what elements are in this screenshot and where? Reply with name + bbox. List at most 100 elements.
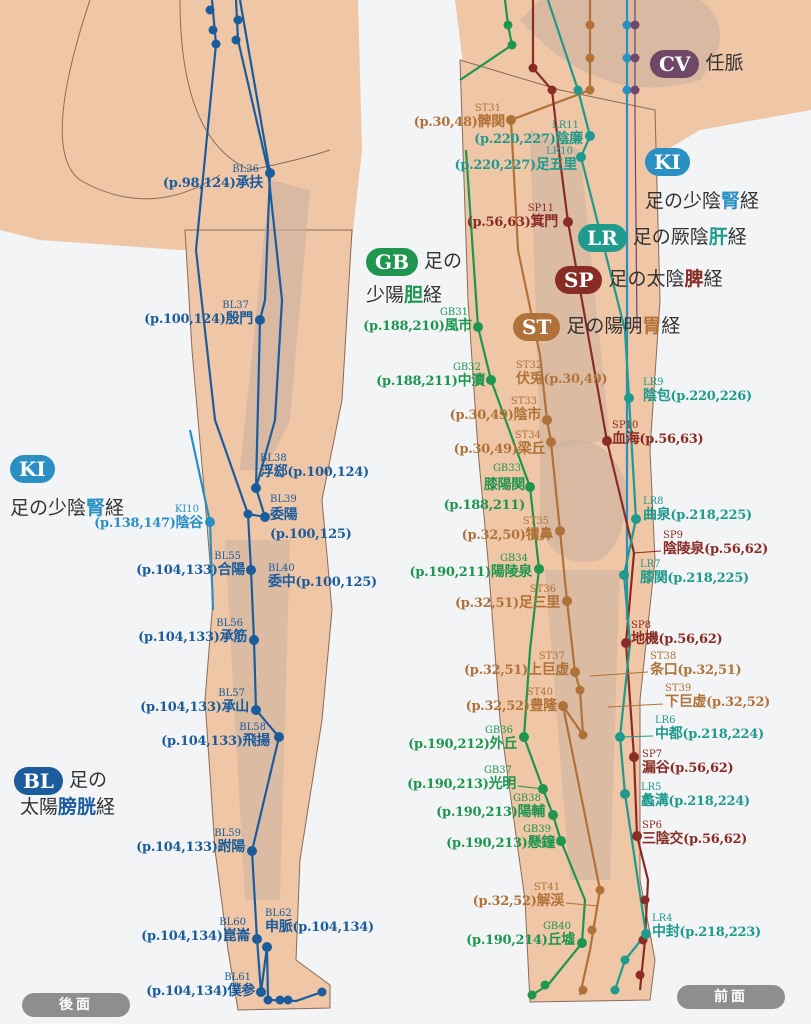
- acupoint-name: 伏兎: [516, 371, 544, 387]
- acupoint-dot: [231, 35, 241, 45]
- acupoint-name: 地機: [631, 631, 659, 647]
- meridian-line-bl: [234, 0, 284, 489]
- acupoint-name: 三陰交: [642, 831, 684, 847]
- acupoint-dot-bl58: [274, 732, 284, 742]
- acupoint-pages: (p.100,125): [270, 527, 352, 542]
- acupoint-dot-sp10: [602, 436, 612, 446]
- acupoint-pages: (p.104,133): [138, 630, 220, 645]
- acupoint-code: BL55: [214, 551, 241, 562]
- meridian-legend-cv: CV 任脈: [650, 48, 744, 78]
- acupoint-pages: (p.98,124): [162, 176, 236, 191]
- acupoint-dot-sp6: [632, 831, 642, 841]
- acupoint-dot-bl60: [252, 934, 262, 944]
- acupoint-dot: [630, 20, 640, 30]
- acupoint-name: 陰陵泉: [663, 541, 705, 557]
- meridian-legend-bl: BL 足の太陽膀胱経: [14, 765, 115, 818]
- acupoint-label-gb40: GB40(p.190,214)丘墟: [466, 922, 575, 948]
- acupoint-name: 梁丘: [517, 441, 546, 457]
- acupoint-dot-sp7: [629, 752, 639, 762]
- meridian-name-part: 足の: [424, 250, 463, 272]
- back-tibia: [225, 540, 290, 900]
- meridian-name-part: 胆: [404, 284, 424, 306]
- acupoint-name: 蠡溝: [641, 793, 669, 809]
- acupoint-code: ST40: [526, 687, 553, 698]
- meridian-name-part: 経: [703, 268, 723, 290]
- acupoint-code: LR10: [546, 146, 573, 157]
- acupoint-code: ST37: [538, 651, 565, 662]
- acupoint-dot: [528, 63, 538, 73]
- meridian-legend-line2: 少陽胆経: [366, 280, 442, 307]
- leader-line: [589, 671, 649, 677]
- acupoint-name: 懸鐘: [527, 835, 556, 851]
- acupoint-dot: [578, 985, 588, 995]
- acupoint-code: BL36: [232, 164, 259, 175]
- acupoint-pages: (p.190,214): [466, 933, 548, 948]
- meridian-legend-gb: GB 足の少陽胆経: [366, 246, 463, 306]
- acupoint-dot-gb36: [519, 732, 529, 742]
- acupoint-label-bl59: BL59(p.104,133)跗陽: [136, 829, 245, 855]
- meridian-name-part: 腎: [86, 497, 106, 519]
- meridian-line-st: [509, 0, 602, 996]
- acupoint-code: GB33: [492, 463, 521, 474]
- acupoint-pages: (p.32,51): [463, 663, 528, 678]
- meridian-badge: KI: [10, 455, 55, 483]
- meridian-name-part: 任脈: [705, 52, 744, 74]
- acupoint-name: 申脈: [265, 919, 293, 935]
- acupoint-dot: [547, 85, 557, 95]
- acupoint-code: BL40: [268, 563, 295, 574]
- acupoint-name: 上巨虚: [527, 662, 569, 678]
- acupoint-code: ST39: [665, 683, 692, 694]
- acupoint-pages: (p.104,134): [292, 920, 374, 935]
- acupoint-pages: (p.218,224): [682, 727, 764, 742]
- acupoint-pages: (p.190,212): [408, 737, 490, 752]
- acupoint-label-gb39: GB39(p.190,213)懸鐘: [446, 825, 556, 851]
- acupoint-name: 浮郄: [260, 464, 288, 480]
- acupoint-dot-gb37: [538, 784, 548, 794]
- acupoint-code: BL62: [265, 908, 292, 919]
- acupoint-pages: (p.56,63): [466, 215, 531, 230]
- meridian-badge: KI: [645, 148, 690, 176]
- acupoint-code: GB36: [484, 725, 513, 736]
- acupoint-dot-gb32: [486, 375, 496, 385]
- acupoint-dot: [585, 53, 595, 63]
- acupoint-code: BL56: [216, 618, 243, 629]
- acupoint-name: 合陽: [217, 562, 246, 578]
- acupoint-code: SP10: [612, 420, 639, 431]
- acupoint-dot-lr4: [641, 929, 651, 939]
- acupoint-dot: [630, 53, 640, 63]
- meridian-name-part: 経: [105, 497, 125, 519]
- acupoint-pages: (p.100,125): [295, 575, 377, 590]
- meridian-legend-line2: 太陽膀胱経: [20, 792, 115, 819]
- acupoint-code: BL39: [270, 494, 297, 505]
- acupoint-name: 膝関: [640, 570, 668, 586]
- acupoint-label-st35: ST35(p.32,50)犢鼻: [462, 517, 554, 543]
- acupoint-pages: (p.56,63): [639, 432, 704, 447]
- acupoint-code: BL59: [214, 828, 241, 839]
- meridian-name-part: 少陽: [366, 284, 405, 306]
- acupoint-code: SP11: [527, 203, 554, 214]
- acupoint-name: 中封: [652, 924, 680, 940]
- acupoint-dot-gb34: [534, 564, 544, 574]
- meridian-name-part: 経: [96, 796, 116, 818]
- acupoint-dot-gb40: [577, 938, 587, 948]
- acupoint-dot: [575, 685, 585, 695]
- acupoint-dot: [540, 980, 550, 990]
- acupoint-dot: [275, 995, 285, 1005]
- meridian-legend-lr: LR 足の厥陰肝経: [578, 222, 747, 252]
- acupoint-pages: (p.218,225): [667, 571, 749, 586]
- acupoint-code: SP6: [642, 820, 662, 831]
- acupoint-name: 陰廉: [555, 131, 584, 147]
- acupoint-name: 僕参: [227, 983, 256, 999]
- acupoint-label-st34: ST34(p.30,49)梁丘: [454, 431, 546, 457]
- meridian-name-part: 胃: [642, 315, 662, 337]
- acupoint-label-st40: ST40(p.32,52)豊隆: [466, 688, 558, 714]
- acupoint-dot: [578, 730, 588, 740]
